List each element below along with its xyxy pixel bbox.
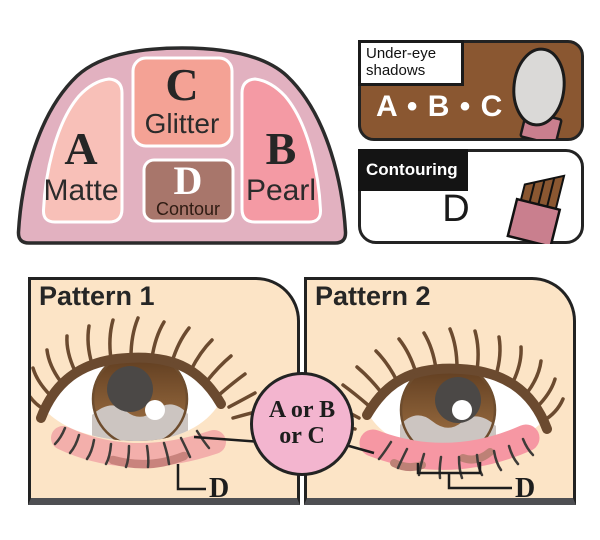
- shade-callout-circle: A or B or C: [250, 372, 354, 476]
- pan-a-letter: A: [64, 123, 97, 174]
- sponge-tip-applicator-icon: [512, 47, 566, 139]
- upper-lashes: [327, 327, 565, 431]
- under-eye-title: Under-eye shadows: [358, 40, 464, 86]
- palette-pan-c: [131, 56, 234, 148]
- palette-pan-a: [41, 77, 124, 224]
- legend-under-eye-shadows: Under-eye shadows A • B • C: [358, 40, 584, 141]
- upper-lashes: [31, 316, 261, 420]
- contouring-shade-letter: D: [442, 188, 470, 230]
- iris-reflection: [92, 404, 188, 442]
- upper-eyelid: [36, 352, 226, 423]
- angled-brush-icon: [506, 174, 566, 244]
- pan-c-letter: C: [165, 59, 198, 110]
- lower-lashes: [53, 426, 211, 469]
- legend-contouring: Contouring D: [358, 149, 584, 244]
- pan-b-letter: B: [266, 123, 297, 174]
- pan-d-letter: D: [174, 158, 203, 203]
- pattern-2-eye-illustration: [327, 327, 565, 480]
- brush-bristle-lines: [528, 177, 556, 207]
- upper-eyelid: [362, 363, 552, 434]
- pattern-1-eye-illustration: [31, 316, 261, 469]
- iris-ring: [399, 372, 497, 453]
- eye-base: [362, 363, 552, 453]
- iris-reflection: [400, 415, 496, 453]
- iris-ring: [91, 361, 189, 442]
- sponge-tip: [512, 47, 566, 127]
- pan-d-finish: Contour: [156, 199, 220, 219]
- eyeshadow-palette: A Matte C Glitter B Pearl D Contour: [16, 46, 348, 245]
- shade-callout-line1: A or B: [268, 397, 336, 424]
- pattern-1-title: Pattern 1: [39, 281, 155, 311]
- eye-highlight: [452, 400, 472, 420]
- eye-highlight: [145, 400, 165, 420]
- palette-pan-b: [240, 77, 323, 224]
- pan-a-finish: Matte: [43, 174, 118, 207]
- under-eye-shade-letters: A • B • C: [376, 90, 504, 123]
- eye-base: [36, 352, 226, 442]
- pan-b-finish: Pearl: [246, 174, 316, 207]
- shade-callout-line2: or C: [279, 423, 325, 449]
- under-eye-shadow-area: [51, 426, 226, 468]
- pan-c-finish: Glitter: [145, 108, 220, 139]
- under-eye-shadow-area: [359, 424, 540, 470]
- pattern-1-panel: Pattern 1: [28, 277, 300, 505]
- pattern-2-title: Pattern 2: [315, 281, 431, 311]
- pattern-2-panel: Pattern 2: [304, 277, 576, 505]
- brush-ferrule: [506, 197, 562, 244]
- contouring-title: Contouring: [358, 149, 468, 191]
- palette-pan-d: [142, 158, 235, 223]
- pupil: [107, 366, 153, 412]
